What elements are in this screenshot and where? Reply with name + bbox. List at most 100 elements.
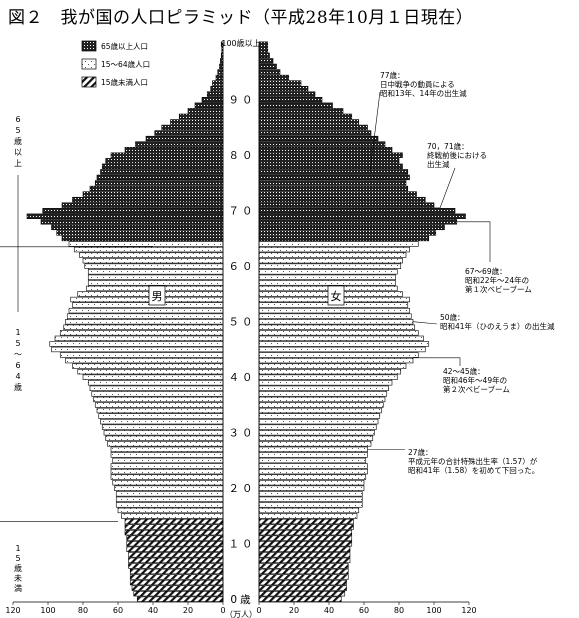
female-bar-age-73	[258, 191, 417, 197]
female-bar-age-74	[258, 185, 409, 192]
male-bar-age-86	[170, 119, 224, 125]
female-bar-age-37	[258, 391, 388, 397]
female-bar-age-98	[258, 52, 270, 59]
female-bar-age-34	[258, 407, 382, 414]
male-bar-age-20	[114, 485, 224, 491]
female-bar-age-68	[258, 219, 458, 225]
male-bar-age-9	[126, 546, 224, 552]
female-bar-age-13	[258, 524, 354, 530]
female-bar-age-82	[258, 141, 386, 147]
male-bar-age-46	[49, 341, 224, 347]
female-value-tick-100: 100	[426, 606, 441, 615]
female-bar-age-52	[258, 307, 410, 314]
female-bar-age-81	[258, 147, 393, 153]
female-bar-age-62	[258, 252, 407, 258]
male-bar-age-72	[72, 196, 224, 203]
male-bar-age-80	[110, 152, 224, 158]
male-bar-age-75	[94, 180, 224, 186]
female-bar-age-65	[258, 235, 430, 242]
male-bar-age-49	[63, 324, 224, 330]
male-value-tick-0: 0	[220, 606, 225, 615]
female-bar-age-59	[258, 269, 398, 275]
female-bar-age-7	[258, 557, 351, 564]
male-bar-age-1	[133, 590, 224, 597]
group-label-over65-char-0: 6	[15, 115, 20, 124]
male-bar-age-85	[161, 124, 224, 131]
chart-annotations: 77歳：日中戦争の動員による昭和13年、14年の出生減70，71歳：終戦前後にお…	[367, 70, 555, 475]
male-bar-age-16	[117, 507, 224, 514]
male-bar-age-24	[110, 463, 224, 469]
male-bar-age-12	[124, 529, 224, 536]
group-label-working: 15～64歳	[14, 328, 22, 392]
male-bar-age-18	[115, 496, 224, 503]
female-bar-age-14	[258, 518, 354, 525]
female-label-box	[327, 285, 345, 306]
male-bar-age-89	[194, 102, 224, 108]
male-bar-age-36	[93, 396, 224, 403]
group-label-working-char-5: 歳	[14, 382, 22, 392]
female-bar-age-60	[258, 263, 402, 269]
group-label-working-char-2: ～	[14, 350, 22, 359]
male-bar-age-0	[136, 596, 224, 602]
male-bar-age-70	[42, 208, 224, 214]
legend-label-15to64: 15～64歳人口	[101, 59, 150, 69]
male-bar-age-61	[82, 257, 224, 264]
female-bar-age-85	[258, 124, 368, 131]
annotation-a27-line-2: 昭和41年（1.58）を初めて下回った。	[408, 465, 539, 475]
male-bar-age-62	[79, 252, 224, 258]
group-label-over65: 65歳以上	[14, 115, 22, 168]
female-bar-age-12	[258, 529, 353, 536]
female-bar-age-69	[258, 213, 466, 219]
male-bar-age-84	[154, 130, 224, 136]
annotation-a42-line-1: 昭和46年～49年の	[443, 375, 507, 385]
male-bar-age-17	[115, 502, 224, 508]
male-bar-age-68	[40, 219, 224, 225]
legend-swatch-15to64	[81, 58, 97, 70]
male-bar-age-4	[129, 574, 224, 580]
male-bar-age-73	[82, 191, 224, 197]
annotation-a50-line-0: 50歳：	[440, 312, 465, 322]
age-tick-20: ２０	[229, 483, 256, 495]
male-bar-age-6	[128, 563, 224, 569]
male-bar-age-2	[131, 585, 224, 591]
female-bar-age-93	[258, 80, 302, 86]
male-bar-age-91	[206, 91, 224, 97]
male-bar-age-42	[72, 363, 224, 369]
female-bar-age-8	[258, 552, 351, 558]
female-bar-age-91	[258, 91, 316, 97]
female-bar-age-90	[258, 97, 323, 103]
female-bar-age-80	[258, 152, 403, 158]
female-bar-age-87	[258, 113, 353, 120]
annotation-a42-line-0: 42～45歳：	[443, 366, 485, 376]
female-bar-age-46	[258, 341, 430, 347]
female-bar-age-89	[258, 102, 333, 108]
male-bar-age-48	[59, 330, 224, 336]
group-label-working-char-0: 1	[15, 328, 20, 337]
male-bar-age-65	[61, 235, 224, 242]
male-bar-age-19	[115, 491, 224, 497]
female-bar-age-3	[258, 579, 347, 586]
female-bar-age-77	[258, 169, 409, 175]
female-bar-age-20	[258, 485, 365, 491]
female-bar-age-36	[258, 396, 386, 403]
age-tick-60: ６０	[229, 261, 256, 273]
female-bar-age-35	[258, 402, 384, 408]
male-bar-age-64	[68, 241, 224, 247]
male-bar-age-82	[135, 141, 224, 147]
female-bar-age-61	[258, 257, 403, 264]
annotation-a27-line-0: 27歳：	[408, 447, 433, 457]
female-bar-age-2	[258, 585, 347, 591]
female-bar-age-0	[258, 596, 342, 602]
male-bar-age-7	[128, 557, 224, 564]
female-value-tick-40: 40	[324, 606, 334, 615]
female-bar-age-23	[258, 468, 368, 475]
age-group-labels: 男女65歳以上15～64歳15歳未満	[0, 115, 345, 593]
female-bar-age-79	[258, 158, 400, 164]
female-bar-age-44	[258, 352, 419, 358]
age-tick-30: ３０	[229, 428, 256, 440]
female-bar-age-78	[258, 163, 403, 169]
female-bar-age-17	[258, 502, 363, 508]
female-bar-age-30	[258, 430, 375, 436]
